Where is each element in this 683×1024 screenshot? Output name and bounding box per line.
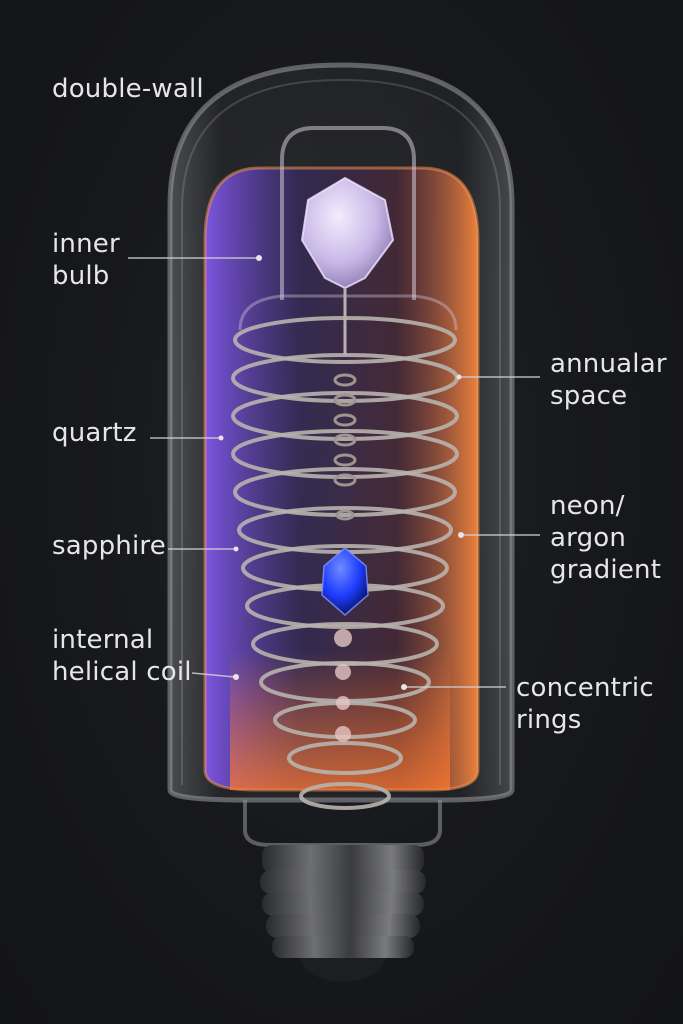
label-concentric-rings: concentric rings [516,673,654,735]
label-annular-space: annualar space [550,349,667,411]
label-sapphire: sapphire [52,531,166,561]
label-quartz: quartz [52,418,137,448]
inner-bulb-neck [280,126,416,300]
label-neon-argon-gradient: neon/ argon gradient [550,491,662,585]
label-internal-helical-coil: internal helical coil [52,625,192,687]
label-inner-bulb: inner bulb [52,229,120,291]
sapphire-gem [321,547,369,616]
leader-lines [128,257,540,688]
crystal-beads [334,629,352,742]
screw-base [260,845,426,982]
label-double-wall: double-wall [52,74,204,104]
